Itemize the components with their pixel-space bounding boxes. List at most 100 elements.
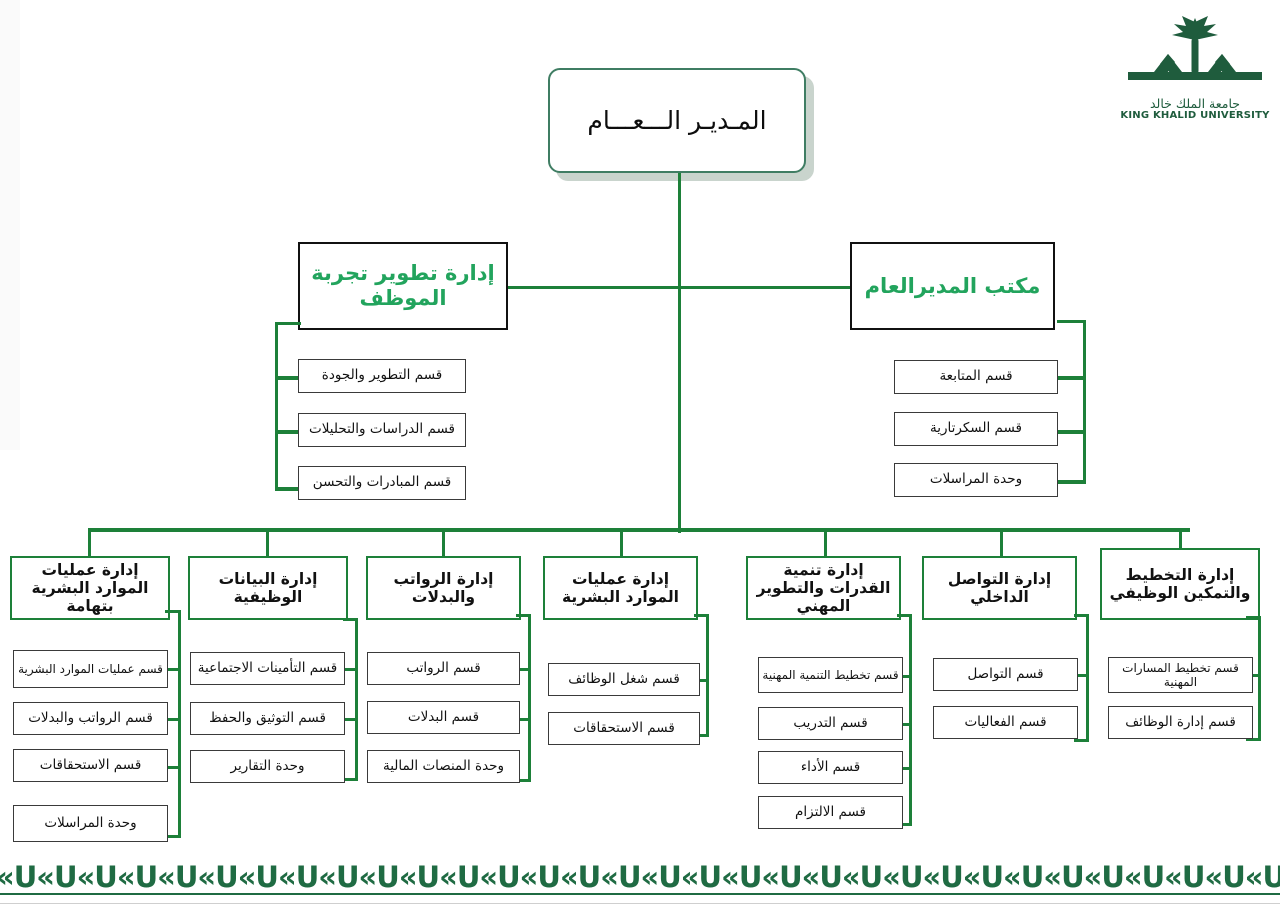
connector-dept3-child-2	[516, 718, 531, 721]
connector-dept7-top	[1246, 616, 1261, 619]
connector-dept3-spine	[528, 614, 531, 782]
dept-capability-professional-development[interactable]: إدارة تنمية القدرات والتطوير المهني	[746, 556, 901, 620]
leaf-dept3-1[interactable]: قسم الرواتب	[367, 652, 520, 685]
connector-dept6-child-2	[1074, 739, 1089, 742]
connector-right-child-1	[1057, 376, 1086, 380]
connector-dept6-top	[1074, 614, 1089, 617]
connector-dept7-child-2	[1246, 738, 1261, 741]
connector-dept5-child-1	[897, 675, 912, 678]
connector-dept1-child-3	[165, 766, 181, 769]
leaf-dept3-3[interactable]: وحدة المنصات المالية	[367, 750, 520, 783]
leaf-dept6-1[interactable]: قسم التواصل	[933, 658, 1078, 691]
connector-dept5-top	[897, 614, 912, 617]
leaf-dept2-3[interactable]: وحدة التقارير	[190, 750, 345, 783]
dept-label: إدارة عمليات الموارد البشرية بتهامة	[31, 560, 149, 616]
connector-left-branch-spine	[275, 322, 278, 490]
connector-drop-dept-6	[1000, 528, 1003, 558]
connector-drop-dept-4	[620, 528, 623, 558]
leaf-dept7-1[interactable]: قسم تخطيط المسارات المهنية	[1108, 657, 1253, 693]
leaf-dept1-4[interactable]: وحدة المراسلات	[13, 805, 168, 842]
node-employee-experience-development[interactable]: إدارة تطوير تجربة الموظف	[298, 242, 508, 330]
connector-dept6-child-1	[1074, 674, 1089, 677]
leaf-director-office-2[interactable]: قسم السكرتارية	[894, 412, 1058, 446]
ornament-rule	[0, 893, 1280, 895]
connector-left-child-2	[275, 430, 301, 434]
dept-label: إدارة عمليات الموارد البشرية	[562, 569, 679, 606]
dept-label: إدارة التواصل الداخلي	[947, 569, 1052, 606]
dept-salaries-allowances[interactable]: إدارة الرواتب والبدلات	[366, 556, 521, 620]
leaf-dept1-1[interactable]: قسم عمليات الموارد البشرية	[13, 650, 168, 688]
logo-english-name: KING KHALID UNIVERSITY	[1120, 110, 1270, 121]
ornament-rule-secondary	[0, 903, 1280, 904]
leaf-dept5-4[interactable]: قسم الالتزام	[758, 796, 903, 829]
left-edge-band	[0, 0, 20, 450]
leaf-dept1-2[interactable]: قسم الرواتب والبدلات	[13, 702, 168, 735]
connector-dept5-child-2	[897, 723, 912, 726]
leaf-director-office-1[interactable]: قسم المتابعة	[894, 360, 1058, 394]
leaf-dept1-3[interactable]: قسم الاستحقاقات	[13, 749, 168, 782]
ornament-pattern: «U«U«U«U«U«U«U«U«U«U«U«U«U«U«U«U«U«U«U«U…	[0, 860, 1280, 894]
leaf-dept5-2[interactable]: قسم التدريب	[758, 707, 903, 740]
connector-dept7-child-1	[1246, 674, 1261, 677]
connector-dept2-spine	[355, 618, 358, 781]
connector-drop-dept-1	[88, 528, 91, 558]
connector-dept1-child-2	[165, 718, 181, 721]
leaf-dept5-1[interactable]: قسم تخطيط التنمية المهنية	[758, 657, 903, 693]
leaf-dept2-2[interactable]: قسم التوثيق والحفظ	[190, 702, 345, 735]
connector-dept2-top	[343, 618, 358, 621]
leaf-director-office-3[interactable]: وحدة المراسلات	[894, 463, 1058, 497]
leaf-employee-experience-3[interactable]: قسم المبادرات والتحسن	[298, 466, 466, 500]
connector-left-branch-top	[275, 322, 301, 325]
connector-drop-dept-2	[266, 528, 269, 558]
leaf-employee-experience-1[interactable]: قسم التطوير والجودة	[298, 359, 466, 393]
dept-hr-operations-tihama[interactable]: إدارة عمليات الموارد البشرية بتهامة	[10, 556, 170, 620]
dept-label: إدارة البيانات الوظيفية	[218, 569, 318, 606]
connector-dept1-spine	[178, 610, 181, 838]
root-node-general-director[interactable]: المـديـر الـــعـــام	[548, 68, 806, 173]
connector-departments-bar	[88, 528, 1190, 532]
connector-left-child-1	[275, 376, 301, 380]
connector-dept4-child-2	[694, 734, 709, 737]
connector-dept4-top	[694, 614, 709, 617]
node-label: إدارة تطوير تجربة الموظف	[311, 261, 495, 310]
connector-level2-horizontal	[508, 286, 853, 289]
connector-dept5-child-3	[897, 767, 912, 770]
leaf-dept4-1[interactable]: قسم شغل الوظائف	[548, 663, 700, 696]
connector-right-child-2	[1057, 430, 1086, 434]
connector-drop-dept-7	[1179, 528, 1182, 558]
leaf-dept5-3[interactable]: قسم الأداء	[758, 751, 903, 784]
node-general-director-office[interactable]: مكتب المديرالعام	[850, 242, 1055, 330]
connector-drop-dept-3	[442, 528, 445, 558]
connector-dept3-child-3	[516, 779, 531, 782]
connector-dept4-child-1	[694, 679, 709, 682]
leaf-employee-experience-2[interactable]: قسم الدراسات والتحليلات	[298, 413, 466, 447]
connector-right-branch-spine	[1083, 320, 1086, 483]
connector-dept1-top	[165, 610, 181, 613]
dept-internal-communication[interactable]: إدارة التواصل الداخلي	[922, 556, 1077, 620]
leaf-dept6-2[interactable]: قسم الفعاليات	[933, 706, 1078, 739]
dept-label: إدارة تنمية القدرات والتطوير المهني	[756, 560, 891, 616]
dept-label: إدارة الرواتب والبدلات	[393, 569, 494, 606]
connector-right-child-3	[1057, 480, 1086, 484]
connector-root-trunk	[678, 173, 681, 533]
logo-arabic-name: جامعة الملك خالد	[1150, 96, 1240, 111]
connector-dept2-child-1	[343, 668, 358, 671]
connector-dept5-spine	[909, 614, 912, 826]
connector-dept3-top	[516, 614, 531, 617]
dept-hr-operations[interactable]: إدارة عمليات الموارد البشرية	[543, 556, 698, 620]
dept-planning-job-empowerment[interactable]: إدارة التخطيط والتمكين الوظيفي	[1100, 548, 1260, 620]
dept-label: إدارة التخطيط والتمكين الوظيفي	[1109, 565, 1251, 602]
dept-job-data-management[interactable]: إدارة البيانات الوظيفية	[188, 556, 348, 620]
leaf-dept7-2[interactable]: قسم إدارة الوظائف	[1108, 706, 1253, 739]
connector-dept2-child-2	[343, 718, 358, 721]
king-khalid-university-logo: جامعة الملك خالد KING KHALID UNIVERSITY	[1120, 14, 1270, 122]
logo-mark-icon	[1128, 16, 1262, 80]
connector-left-child-3	[275, 487, 301, 491]
leaf-dept2-1[interactable]: قسم التأمينات الاجتماعية	[190, 652, 345, 685]
leaf-dept4-2[interactable]: قسم الاستحقاقات	[548, 712, 700, 745]
connector-dept4-spine	[706, 614, 709, 737]
connector-right-branch-top	[1057, 320, 1086, 323]
connector-dept7-spine	[1258, 616, 1261, 741]
leaf-dept3-2[interactable]: قسم البدلات	[367, 701, 520, 734]
connector-dept6-spine	[1086, 614, 1089, 742]
